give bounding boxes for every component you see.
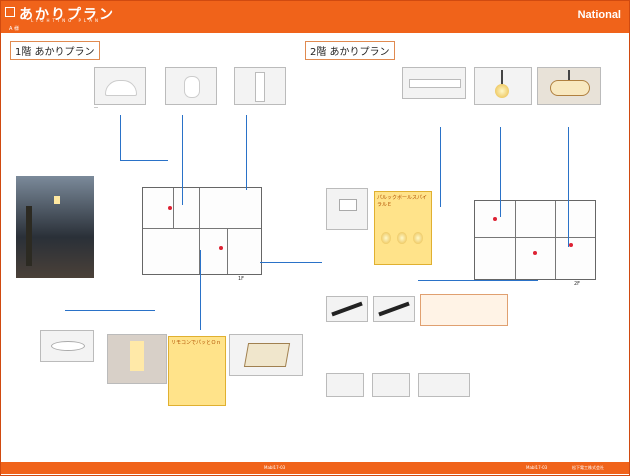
product-card-rail bbox=[373, 296, 415, 336]
accessory-image bbox=[326, 373, 364, 397]
floor2-callout: パルックボールスパイラルＥ bbox=[374, 191, 432, 265]
product-card-porch bbox=[107, 334, 167, 434]
washitsu-pendant-image bbox=[537, 67, 601, 105]
spotlight-image bbox=[326, 188, 368, 230]
downlight-image bbox=[40, 330, 94, 362]
accessory-image bbox=[372, 373, 410, 397]
product-card-japanese-room bbox=[537, 67, 601, 127]
floor2-plan-label: 2F bbox=[574, 281, 581, 287]
product-card-genkan bbox=[40, 330, 94, 430]
floor2-callout-text: パルックボールスパイラルＥ bbox=[377, 195, 428, 208]
product-note-box bbox=[420, 294, 508, 332]
connector-line bbox=[65, 310, 155, 311]
floor1-section-title: 1階 あかりプラン bbox=[10, 41, 100, 60]
product-card-living bbox=[229, 334, 303, 394]
connector-line bbox=[260, 262, 322, 263]
product-card-bedroom bbox=[402, 67, 466, 127]
product-card-spotlight bbox=[326, 188, 368, 278]
floor1-plan bbox=[142, 187, 262, 275]
bracket-light-image bbox=[165, 67, 217, 105]
product-card-stairs bbox=[474, 67, 532, 127]
header-bar: あかりプラン LIGHTING PLAN A 様 National bbox=[1, 1, 629, 33]
connector-line bbox=[120, 160, 168, 161]
product-card-accessory-3 bbox=[418, 373, 470, 403]
owner-name: A 様 bbox=[9, 26, 20, 32]
footer-bar: Mabl17-03 Mabl17-03 松下電工株式会社 bbox=[1, 462, 629, 474]
connector-line bbox=[246, 115, 247, 190]
footer-page-code-2: Mabl17-03 bbox=[526, 465, 548, 470]
product-card-track bbox=[326, 296, 368, 336]
porch-light-image bbox=[107, 334, 167, 384]
floor1-plan-label: 1F bbox=[238, 276, 245, 282]
footer-company: 松下電工株式会社 bbox=[572, 465, 604, 470]
connector-line bbox=[500, 127, 501, 217]
accessory-image bbox=[418, 373, 470, 397]
lighting-plan-logo-mark bbox=[5, 7, 15, 17]
exterior-photo bbox=[16, 176, 94, 278]
ceiling-square-light-image bbox=[229, 334, 303, 376]
page-subtitle: LIGHTING PLAN bbox=[31, 18, 101, 23]
page-title: あかりプラン bbox=[19, 7, 115, 23]
brand-logo: National bbox=[577, 9, 621, 21]
connector-line bbox=[418, 280, 538, 281]
product-card-kitchen bbox=[234, 67, 286, 115]
connector-line bbox=[440, 127, 441, 207]
connector-line bbox=[120, 115, 121, 160]
connector-line bbox=[568, 127, 569, 247]
bar-light-image bbox=[402, 67, 466, 99]
product-card-entrance: ― bbox=[94, 67, 146, 115]
pendant-image bbox=[474, 67, 532, 105]
wall-light-image bbox=[234, 67, 286, 105]
floor1-callout: リモコンでパッとＯｎ bbox=[168, 336, 226, 406]
product-spec: ― bbox=[94, 105, 98, 110]
ceiling-light-image bbox=[94, 67, 146, 105]
floor1-callout-text: リモコンでパッとＯｎ bbox=[171, 340, 222, 346]
floor2-plan bbox=[474, 200, 596, 280]
rail-image bbox=[373, 296, 415, 322]
product-card-accessory-2 bbox=[372, 373, 410, 403]
floor2-section-title: 2階 あかりプラン bbox=[305, 41, 395, 60]
product-card-accessory-1 bbox=[326, 373, 364, 403]
track-light-image bbox=[326, 296, 368, 322]
connector-line bbox=[182, 115, 183, 205]
product-card-toilet bbox=[165, 67, 217, 115]
connector-line bbox=[200, 250, 201, 330]
footer-page-code: Mabl17-03 bbox=[264, 465, 286, 470]
